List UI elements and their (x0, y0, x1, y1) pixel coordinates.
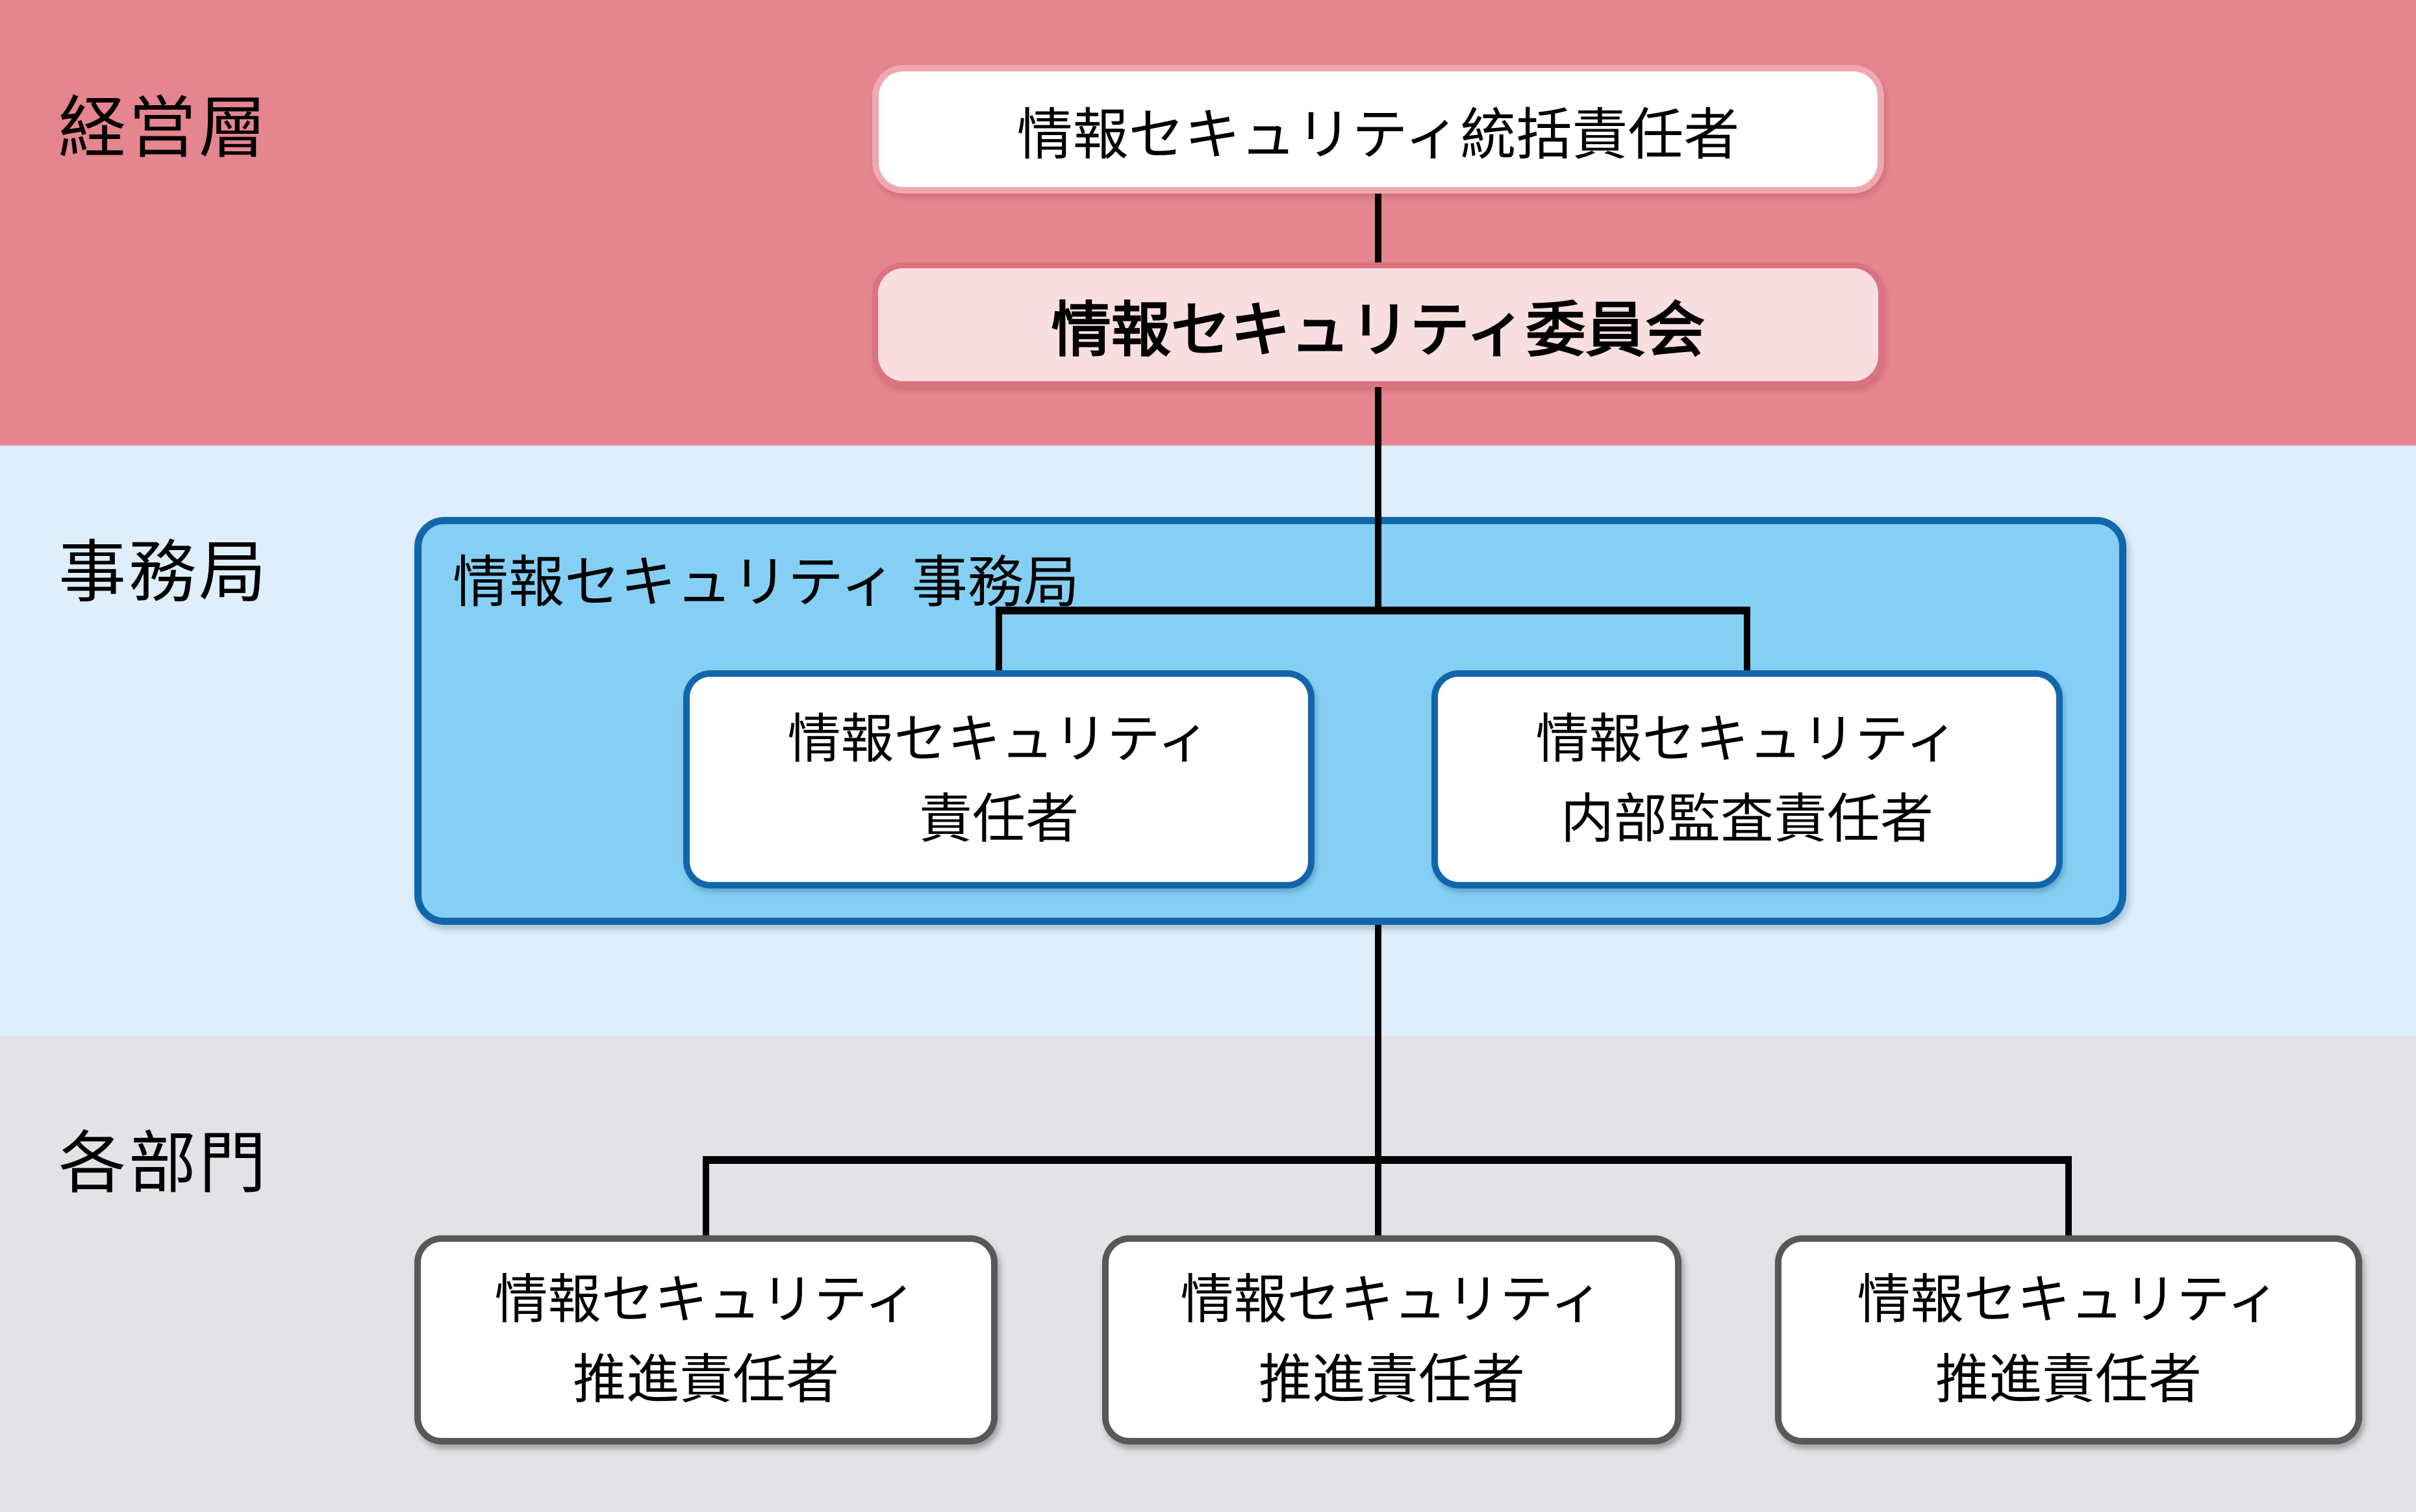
promotion-officer-2-line2: 推進責任者 (1258, 1350, 1525, 1409)
promotion-officer-box-3: 情報セキュリティ 推進責任者 (1775, 1235, 2362, 1444)
connector-office-departments (1375, 925, 1381, 1235)
promotion-officer-1-line1: 情報セキュリティ (494, 1270, 918, 1329)
promotion-officer-box-2: 情報セキュリティ 推進責任者 (1102, 1235, 1681, 1444)
connector-office-branch-h (996, 607, 1750, 614)
internal-audit-officer-box: 情報セキュリティ 内部監査責任者 (1431, 670, 2063, 888)
security-officer-label-line2: 責任者 (918, 790, 1079, 849)
security-officer-box: 情報セキュリティ 責任者 (683, 670, 1315, 888)
promotion-officer-1-line2: 推進責任者 (572, 1350, 839, 1409)
promotion-officer-3-line1: 情報セキュリティ (1857, 1270, 2280, 1329)
band-label-secretariat: 事務局 (58, 535, 270, 611)
chief-security-officer-box: 情報セキュリティ統括責任者 (872, 65, 1884, 194)
connector-departments-branch-h (703, 1156, 2072, 1164)
connector-branch-promoter-3 (2065, 1156, 2072, 1235)
chief-security-officer-label: 情報セキュリティ統括責任者 (1016, 103, 1740, 166)
connector-branch-officer (996, 607, 1002, 670)
security-officer-label-line1: 情報セキュリティ (787, 710, 1211, 769)
connector-branch-auditor (1744, 607, 1750, 670)
connector-committee-office (1375, 387, 1381, 614)
security-committee-box: 情報セキュリティ委員会 (872, 262, 1884, 387)
band-label-management: 経営層 (58, 91, 270, 166)
band-label-departments: 各部門 (58, 1126, 270, 1202)
internal-audit-officer-label-line2: 内部監査責任者 (1560, 790, 1933, 849)
security-committee-label: 情報セキュリティ委員会 (1051, 297, 1705, 364)
internal-audit-officer-label-line1: 情報セキュリティ (1535, 710, 1959, 769)
promotion-officer-3-line2: 推進責任者 (1935, 1350, 2202, 1409)
office-group-label-line2: 事務局 (911, 551, 1079, 614)
office-group-label: 情報セキュリティ 事務局 (453, 546, 1079, 620)
promotion-officer-box-1: 情報セキュリティ 推進責任者 (414, 1235, 998, 1444)
connector-chief-committee (1375, 194, 1381, 262)
office-group-label-line1: 情報セキュリティ (453, 551, 896, 614)
connector-branch-promoter-1 (703, 1156, 709, 1235)
promotion-officer-2-line1: 情報セキュリティ (1180, 1270, 1604, 1329)
